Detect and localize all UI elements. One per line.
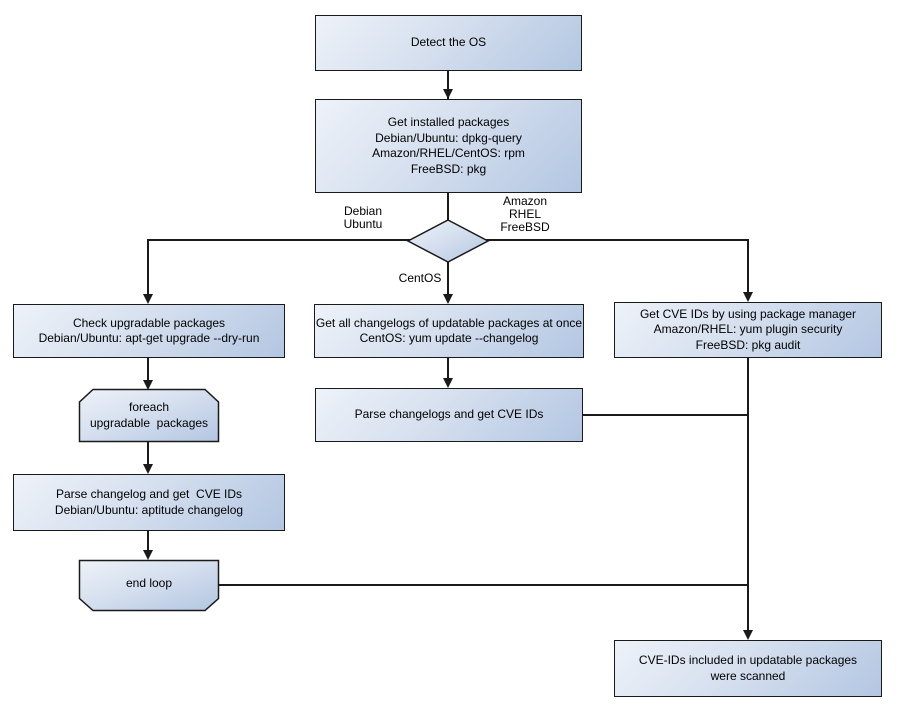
connector-branch-debian [147,239,149,295]
node-parse-changelog-debian: Parse changelog and get CVE IDs Debian/U… [13,474,285,531]
node-label: Get installed packages Debian/Ubuntu: dp… [372,115,525,176]
node-get-all-changelogs: Get all changelogs of updatable packages… [314,304,584,358]
node-label: CVE-IDs included in updatable packages w… [638,653,858,683]
node-label: Get all changelogs of updatable packages… [315,315,583,346]
connector-changelogs-to-parse [447,358,449,379]
connector-endloop-to-right [218,584,749,586]
edge-label-centos: CentOS [398,271,442,285]
node-parse-changelogs-centos: Parse changelogs and get CVE IDs [315,388,583,442]
node-label: end loop [125,576,173,591]
arrowhead [443,294,453,304]
loop-start-shape [78,388,220,443]
connector-parse-to-endloop [147,530,149,551]
node-check-upgradable-packages: Check upgradable packages Debian/Ubuntu:… [13,304,285,358]
arrowhead [443,378,453,388]
arrowhead [143,464,153,474]
decision-diamond [406,219,490,263]
node-detect-os: Detect the OS [315,15,582,71]
loop-end-shape [78,559,220,612]
connector-parse-mid-to-right [583,414,749,416]
node-label: foreach upgradable packages [89,400,209,430]
node-get-installed-packages: Get installed packages Debian/Ubuntu: dp… [315,99,582,193]
connector-foreach-to-parse [147,441,149,465]
connector-branch-amazon [747,239,749,293]
node-scan-result: CVE-IDs included in updatable packages w… [614,640,882,697]
connector-installed-to-decision [447,192,449,220]
connector-detect-to-installed [447,71,449,99]
arrowhead [743,292,753,302]
node-label: Parse changelogs and get CVE IDs [354,407,544,422]
edge-label-debian-ubuntu: Debian Ubuntu [343,204,383,231]
connector-check-to-foreach [147,358,149,381]
arrowhead [143,550,153,560]
node-label: Parse changelog and get CVE IDs Debian/U… [54,487,244,517]
arrowhead [443,89,453,99]
edge-label-amazon-rhel-freebsd: Amazon RHEL FreeBSD [500,194,550,234]
node-label: Detect the OS [410,35,487,50]
node-get-cve-ids-package-manager: Get CVE IDs by using package manager Ama… [614,302,882,358]
node-end-loop: end loop [78,559,220,609]
arrowhead [743,630,753,640]
node-foreach-loop-start: foreach upgradable packages [78,388,220,443]
connector-branch-centos [447,261,449,295]
node-label: Get CVE IDs by using package manager Ama… [639,306,857,352]
arrowhead [143,294,153,304]
connector-right-to-result [747,358,749,631]
arrowhead [143,380,153,390]
node-label: Check upgradable packages Debian/Ubuntu:… [38,315,260,346]
